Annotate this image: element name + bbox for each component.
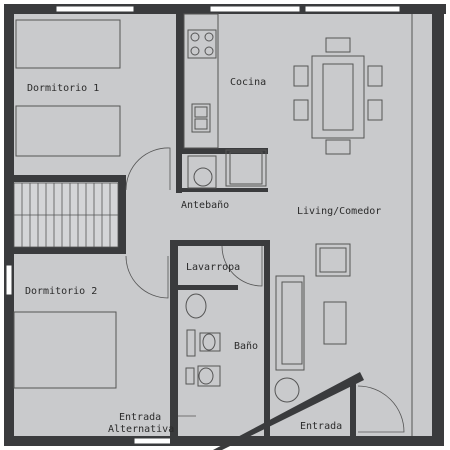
chair-icon [293,37,383,155]
stairs [13,182,119,248]
dining-table [293,37,383,155]
label-dormitorio-2: Dormitorio 2 [25,286,97,297]
fridge-icon [225,149,267,187]
label-lavarropa: Lavarropa [186,262,240,273]
living-furniture [274,243,351,403]
bed-dormitorio-1 [15,19,121,157]
stove-icon [187,29,217,59]
kitchen-counter [183,13,219,149]
label-entrada: Entrada [300,421,342,432]
label-entrada-alternativa-2: Alternativa [108,424,174,435]
bed-dormitorio-2 [13,311,117,389]
label-dormitorio-1: Dormitorio 1 [27,83,99,94]
windows [5,5,410,445]
label-entrada-alternativa-1: Entrada [119,412,161,423]
label-cocina: Cocina [230,77,266,88]
coffee-table-icon [323,301,347,345]
label-antebano: Antebaño [181,200,229,211]
toilet-icon [185,293,207,319]
entrance-wall [213,372,364,450]
plant-icon [274,377,300,403]
armchair-icon [315,243,351,277]
bathroom-fixtures [185,293,221,387]
sink-icon [191,103,211,133]
washbasin-icon [193,167,213,187]
sofa-icon [275,275,305,371]
interior-walls [12,12,356,445]
label-bano: Baño [234,341,258,352]
doors [125,147,405,433]
label-living-comedor: Living/Comedor [297,206,381,217]
antebano-fixtures [187,149,267,189]
